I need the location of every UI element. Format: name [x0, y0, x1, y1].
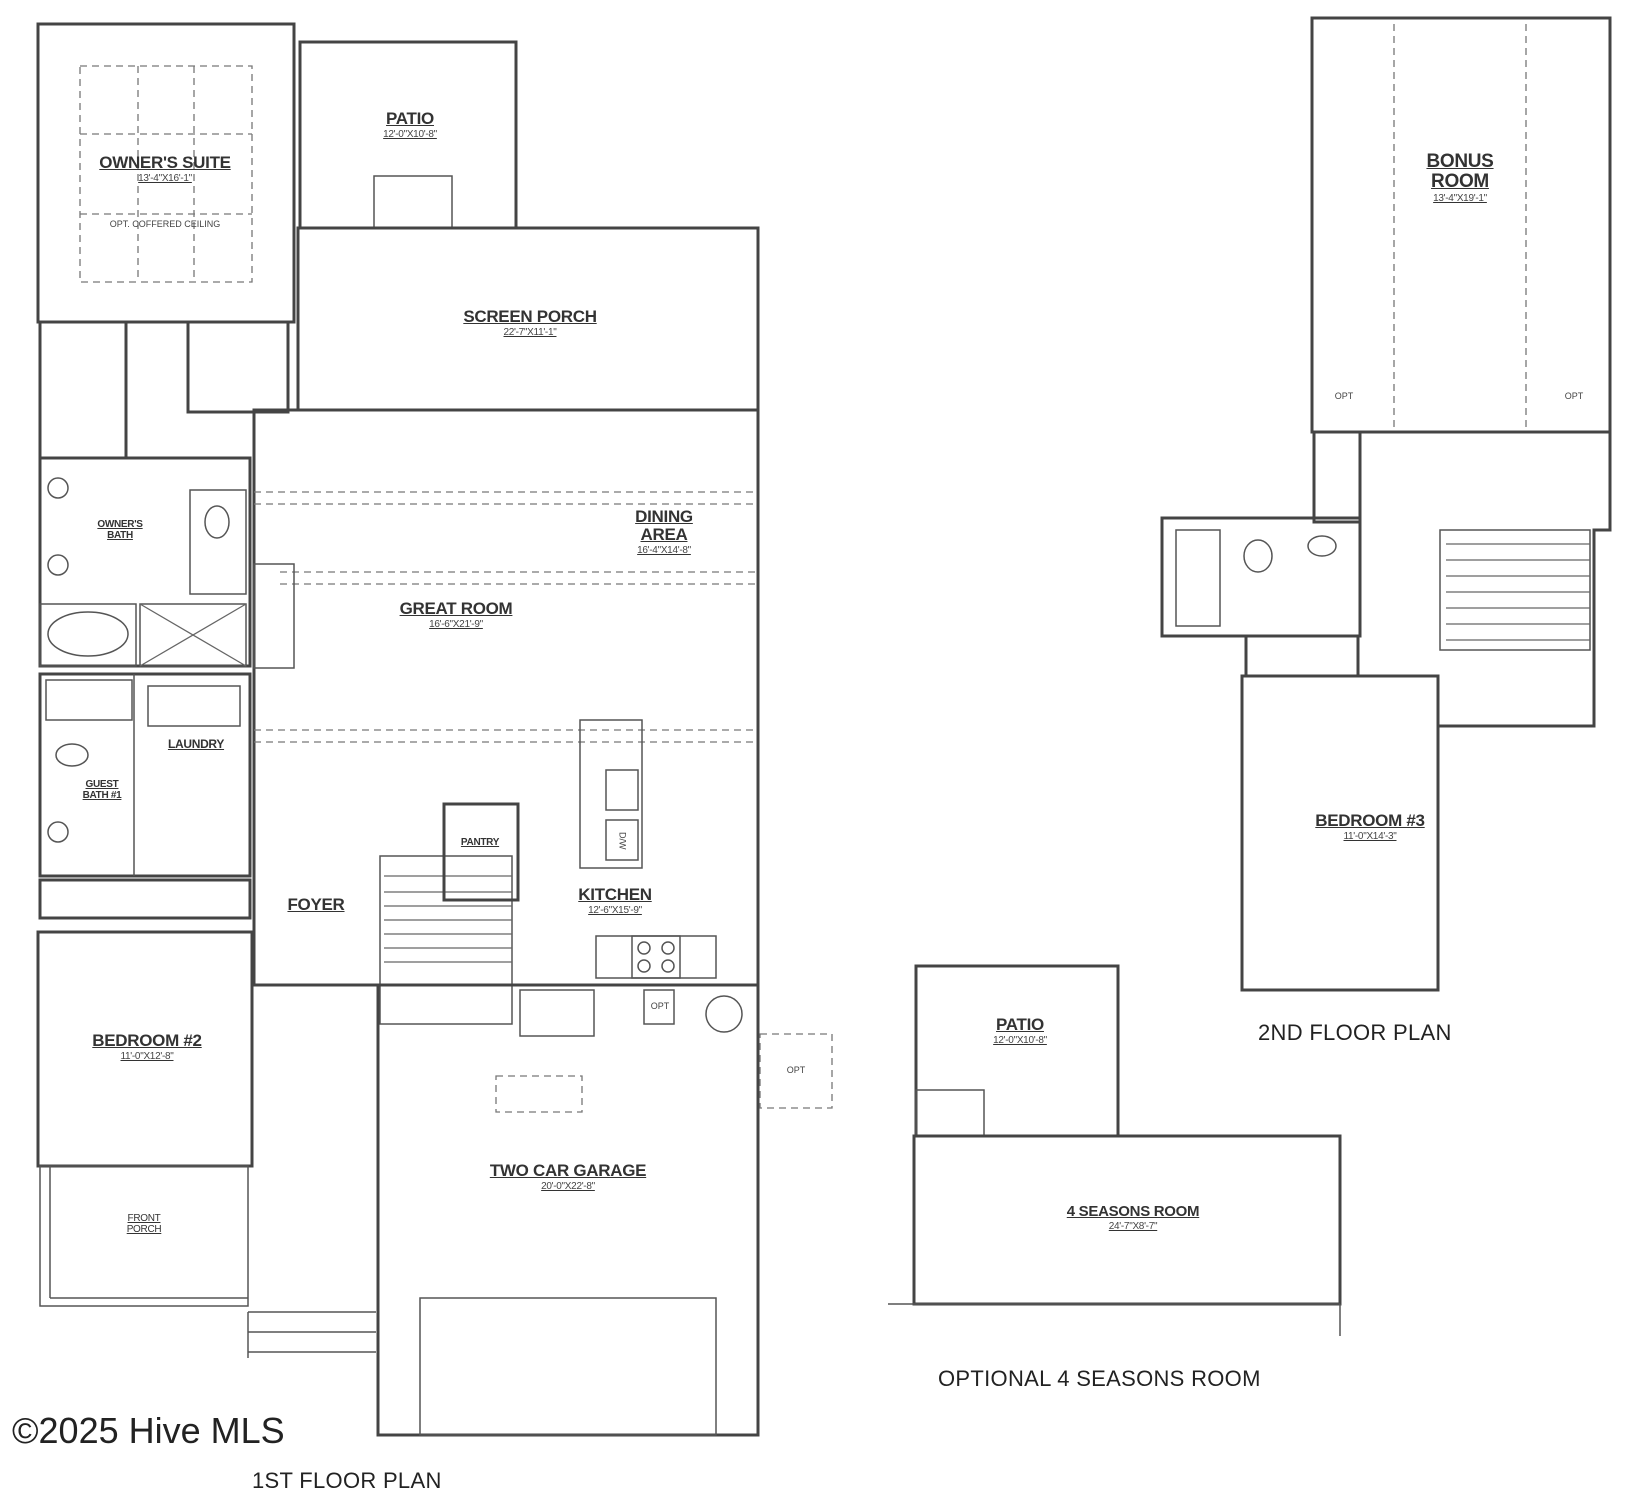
room-4-seasons: 4 SEASONS ROOM 24'-7"X8'-7" [1066, 1203, 1200, 1232]
room-front-porch: FRONT PORCH [126, 1213, 162, 1235]
annotation-dishwasher: D/W [617, 831, 628, 850]
annotation-opt-garage: OPT [650, 1001, 670, 1011]
room-bedroom-2: BEDROOM #2 11'-0"X12'-8" [92, 1031, 202, 1062]
room-kitchen: KITCHEN 12'-6"X15'-9" [578, 885, 652, 916]
room-guest-bath: GUEST BATH #1 [82, 779, 122, 801]
room-foyer: FOYER [287, 895, 345, 914]
room-screen-porch: SCREEN PORCH 22'-7"X11'-1" [463, 307, 597, 338]
optional-room-title: OPTIONAL 4 SEASONS ROOM [938, 1366, 1261, 1391]
room-owners-bath: OWNER'S BATH [97, 519, 143, 541]
first-floor-title: 1ST FLOOR PLAN [252, 1468, 442, 1493]
room-dining-area: DINING AREA 16'-4"X14'-8" [635, 507, 693, 556]
room-optional-patio: PATIO 12'-0"X10'-8" [993, 1015, 1047, 1046]
annotation-opt-exterior: OPT [786, 1065, 806, 1075]
room-owners-suite: OWNER'S SUITE 13'-4"X16'-1" [99, 153, 231, 184]
annotation-opt-left: OPT [1334, 391, 1354, 401]
second-floor-walls [1160, 16, 1612, 992]
watermark: ©2025 Hive MLS [12, 1410, 285, 1451]
second-floor-title: 2ND FLOOR PLAN [1258, 1020, 1452, 1045]
room-bonus-room: BONUS ROOM 13'-4"X19'-1" [1426, 151, 1494, 204]
room-two-car-garage: TWO CAR GARAGE 20'-0"X22'-8" [489, 1161, 647, 1192]
annotation-opt-right: OPT [1564, 391, 1584, 401]
first-floor-walls [36, 22, 833, 1437]
optional-room-walls [888, 964, 1342, 1336]
room-bedroom-3: BEDROOM #3 11'-0"X14'-3" [1315, 811, 1425, 842]
room-patio: PATIO 12'-0"X10'-8" [383, 109, 437, 140]
room-laundry: LAUNDRY [167, 737, 225, 751]
owners-suite-note: OPT. COFFERED CEILING [109, 219, 221, 229]
room-great-room: GREAT ROOM 16'-6"X21'-9" [399, 599, 513, 630]
room-pantry: PANTRY [460, 837, 500, 848]
